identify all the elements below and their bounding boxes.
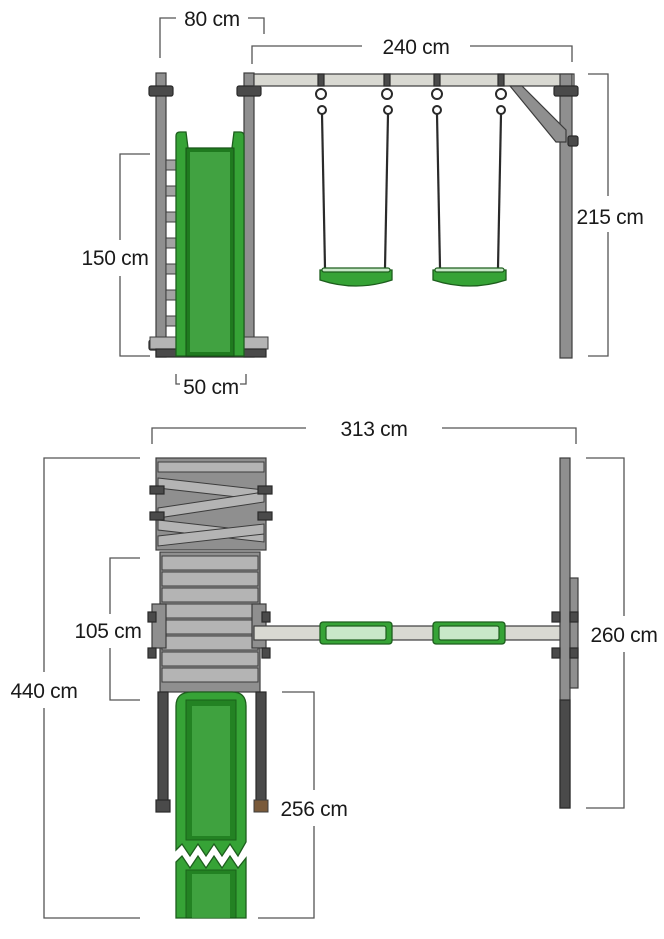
swing-seat-plan-2 xyxy=(432,621,506,645)
foot xyxy=(253,799,269,813)
swing-top-beam xyxy=(253,73,575,87)
dim-line-swing-height xyxy=(588,73,609,196)
swing-seat-2 xyxy=(431,88,507,287)
bolt-bracket xyxy=(236,85,262,97)
platform-depth-label: 105 cm xyxy=(74,620,141,643)
swing-post xyxy=(559,73,573,359)
brace xyxy=(508,85,567,143)
dim-line-swing-depth xyxy=(586,457,625,616)
dim-line-slide-width xyxy=(240,374,247,385)
total-length-label: 440 cm xyxy=(10,680,77,703)
bolt xyxy=(147,611,157,623)
dim-line-total-length xyxy=(43,457,140,672)
total-width-label: 313 cm xyxy=(340,418,407,441)
swing-depth-label: 260 cm xyxy=(590,624,657,647)
dim-line-swing-length xyxy=(251,45,362,64)
swing-a-frame-lower xyxy=(559,699,571,809)
dim-line-tower-width xyxy=(159,17,176,58)
dim-line-slide-width xyxy=(175,374,180,385)
dim-line-platform-depth xyxy=(109,648,140,701)
swing-height-label: 215 cm xyxy=(576,206,643,229)
bolt-bracket xyxy=(553,85,579,97)
bolt xyxy=(261,647,271,659)
tower-leg xyxy=(157,691,169,803)
front-elevation: 80 cm 240 cm 150 cm 215 cm 50 cm xyxy=(81,8,643,399)
dim-line-tower-width xyxy=(248,17,265,34)
bolt-bracket xyxy=(148,85,174,97)
dim-line-total-length xyxy=(43,708,140,919)
bolt xyxy=(567,135,579,147)
plan-view: 313 cm 440 cm 105 cm 260 cm 256 cm xyxy=(10,418,658,919)
dim-line-slide-length xyxy=(282,691,315,790)
foot xyxy=(155,799,171,813)
dim-line-swing-height xyxy=(588,232,609,357)
dim-line-total-width xyxy=(442,427,577,444)
swing-seat-1 xyxy=(315,88,393,287)
bolt-bracket xyxy=(149,511,165,521)
dim-line-total-width xyxy=(151,427,306,444)
swing-a-frame-brace xyxy=(569,577,579,689)
slide-length-label: 256 cm xyxy=(280,798,347,821)
bolt-bracket xyxy=(257,485,273,495)
bolt xyxy=(551,611,561,623)
hanger xyxy=(433,73,441,87)
dim-line-platform-depth xyxy=(109,557,140,614)
tower-width-label: 80 cm xyxy=(184,8,240,31)
dim-line-swing-length xyxy=(470,45,573,62)
slide-width-label: 50 cm xyxy=(183,376,239,399)
hanger xyxy=(383,73,391,87)
slide-front xyxy=(175,131,245,357)
bolt-bracket xyxy=(257,511,273,521)
dim-line-slide-height xyxy=(119,153,150,240)
swing-beam-plan xyxy=(253,625,575,641)
swing-beam-length-label: 240 cm xyxy=(382,36,449,59)
dim-line-swing-depth xyxy=(586,652,625,809)
dim-line-slide-length xyxy=(258,826,315,919)
deck-planks xyxy=(161,555,259,683)
bolt xyxy=(147,647,157,659)
roof-planks xyxy=(157,461,265,547)
platform-post xyxy=(151,603,167,649)
tower-leg xyxy=(255,691,267,803)
slide-plan xyxy=(175,691,247,919)
bolt xyxy=(261,611,271,623)
bolt xyxy=(551,647,561,659)
tower-post-left xyxy=(155,72,167,358)
bolt xyxy=(569,611,579,623)
bolt xyxy=(569,647,579,659)
hanger xyxy=(317,73,325,87)
bolt-bracket xyxy=(149,485,165,495)
tower-post-right xyxy=(243,72,255,358)
dim-line-slide-height xyxy=(119,276,150,357)
slide-height-label: 150 cm xyxy=(81,247,148,270)
hanger xyxy=(497,73,505,87)
swing-seat-plan-1 xyxy=(319,621,393,645)
